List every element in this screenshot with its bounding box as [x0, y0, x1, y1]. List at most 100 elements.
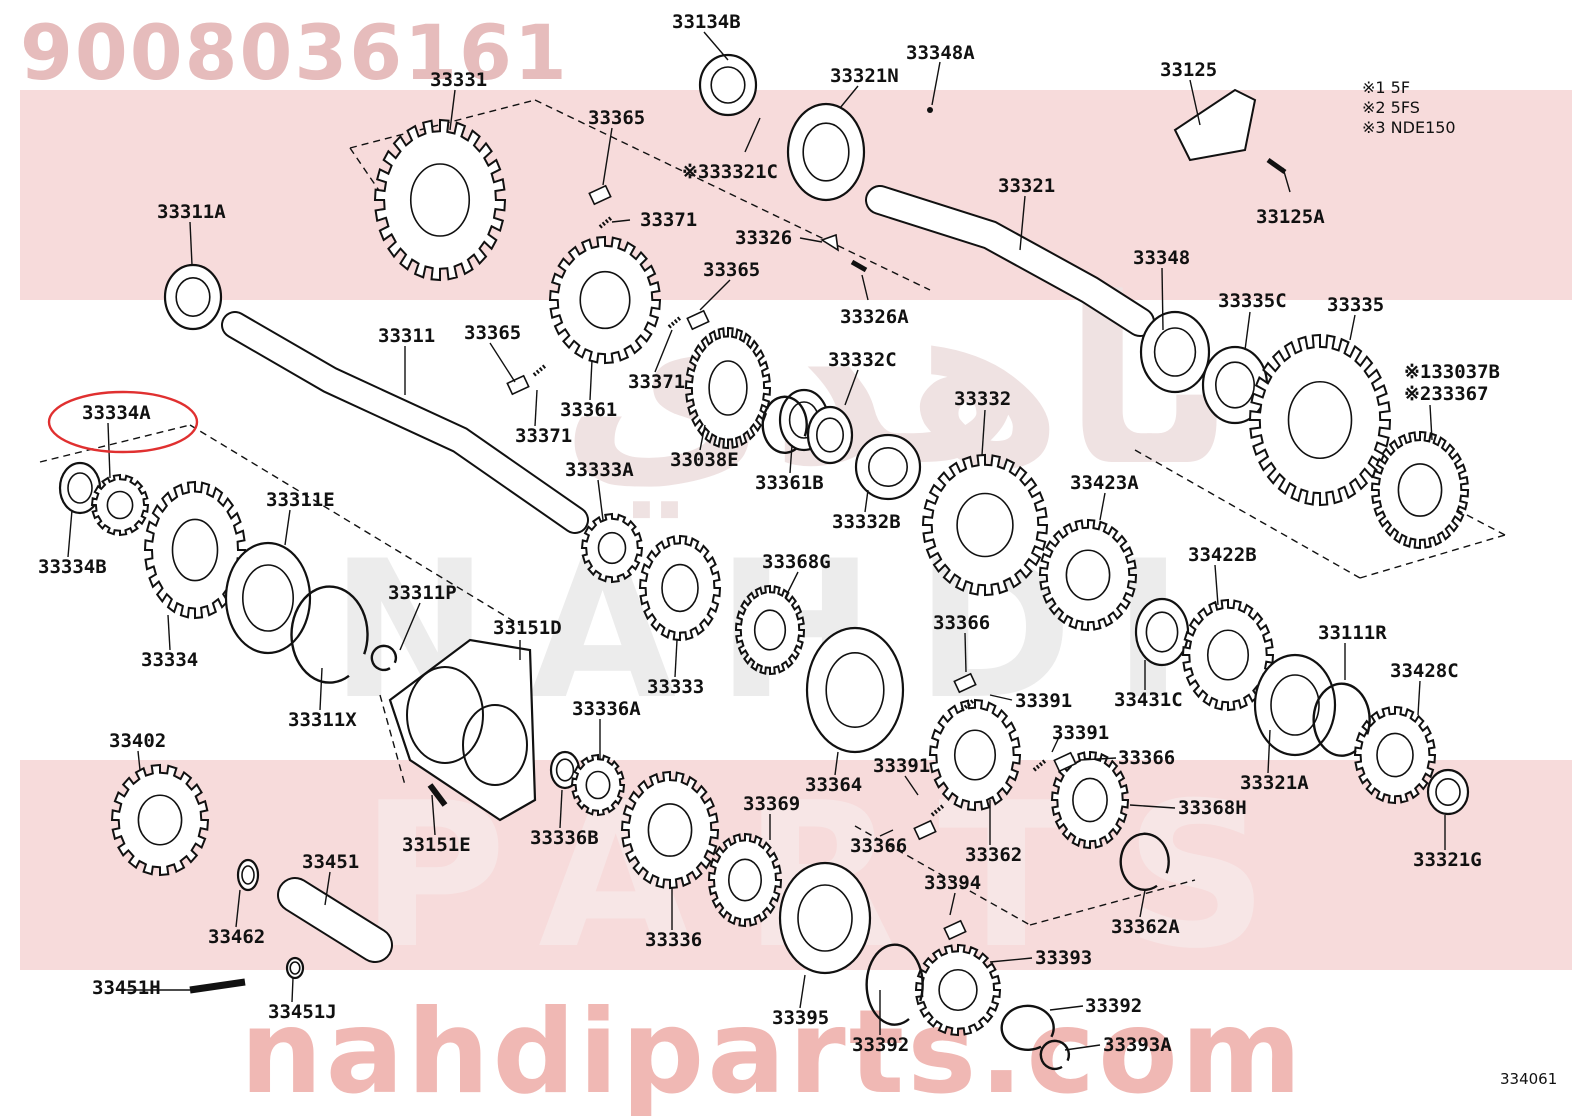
leader-line	[654, 329, 673, 373]
part-label: 33368H	[1178, 797, 1247, 819]
gear-hub	[597, 531, 627, 565]
shifting-key	[686, 309, 710, 331]
gear-hub	[585, 770, 611, 800]
leader-line	[324, 871, 331, 906]
leader-line	[399, 602, 421, 651]
part-label: 33423A	[1070, 472, 1139, 494]
part-label: 33402	[109, 730, 167, 752]
leader-line	[489, 342, 516, 383]
part-label: 33366	[933, 612, 991, 634]
leader-line	[379, 694, 406, 786]
leader-line	[137, 750, 141, 771]
leader-line	[839, 85, 859, 109]
retainer-hole	[462, 704, 528, 786]
part-label: 33125	[1160, 59, 1218, 81]
leader-line	[39, 424, 191, 463]
part-label: 33362A	[1111, 916, 1180, 938]
snap-ring	[290, 585, 369, 684]
snap-ring	[761, 395, 808, 454]
leader-line	[449, 89, 456, 131]
part-label: ※233367	[1404, 383, 1489, 405]
part-label: 33451	[302, 851, 360, 873]
snap-ring	[1039, 1039, 1071, 1071]
gear-hub	[1376, 732, 1414, 778]
leader-line	[235, 889, 241, 928]
gear-hub	[727, 858, 762, 902]
leader-line	[989, 957, 1033, 963]
gear-hub	[1287, 380, 1353, 460]
leader-line	[559, 789, 563, 829]
ring-bore	[241, 865, 255, 885]
leader-line	[1349, 314, 1356, 341]
ring-bore	[1145, 611, 1179, 653]
bolt-33451H	[189, 978, 246, 994]
leader-line	[989, 694, 1013, 701]
snap-ring	[1119, 832, 1170, 891]
part-label: 33361	[560, 399, 618, 421]
ring-bore	[1215, 361, 1256, 409]
part-label: 33334A	[82, 402, 151, 424]
part-label: 33362	[965, 844, 1023, 866]
part-label: 33348	[1133, 247, 1191, 269]
leader-line	[589, 359, 593, 401]
part-label: 33326	[735, 227, 793, 249]
diagram-code: 334061	[1500, 1070, 1558, 1088]
leader-line	[1359, 534, 1506, 579]
leader-line	[703, 31, 729, 61]
part-label: 33334	[141, 649, 199, 671]
part-label: 33311X	[288, 709, 357, 731]
leader-line	[1267, 729, 1271, 774]
leader-line	[1029, 879, 1196, 926]
part-label: 33371	[515, 425, 573, 447]
part-label: 33392	[1085, 995, 1143, 1017]
part-label: ※333321C	[682, 161, 778, 183]
part-label: 33422B	[1188, 544, 1257, 566]
part-label: 33368G	[762, 551, 831, 573]
part-label: 33332C	[828, 349, 897, 371]
leader-line	[602, 127, 613, 186]
part-label: 33391	[1015, 690, 1073, 712]
part-label: 33311P	[388, 582, 457, 604]
gear-hub	[953, 729, 997, 781]
collar-33321G	[1426, 768, 1470, 816]
part-label: 33431C	[1114, 689, 1183, 711]
leader-line	[904, 775, 919, 796]
ring-bore	[1270, 674, 1320, 736]
leader-line	[1429, 404, 1433, 441]
leader-line	[799, 237, 823, 243]
ring-33348	[1139, 310, 1211, 394]
shaft-body	[279, 879, 391, 961]
shifting-key	[953, 672, 977, 694]
leader-line	[1051, 734, 1061, 753]
part-label: 33321N	[830, 65, 899, 87]
sleeve-33395	[778, 861, 872, 975]
bearing-retainer-33151D	[388, 638, 537, 822]
part-label: 33111R	[1318, 622, 1387, 644]
model-note: ※2 5FS	[1362, 98, 1420, 117]
leader-line	[291, 977, 294, 1003]
leader-line	[1244, 311, 1251, 351]
part-label: 33451H	[92, 977, 161, 999]
gear-hub	[1065, 549, 1111, 601]
key-spring	[532, 363, 548, 377]
washer-33462	[236, 858, 260, 892]
part-number-watermark: 9008036161	[20, 8, 569, 97]
shifting-key	[588, 184, 612, 206]
gear-hub	[579, 270, 631, 330]
ring-bore	[867, 446, 908, 487]
leader-line	[864, 489, 869, 513]
part-label: 33331	[430, 69, 488, 91]
part-label: 33393	[1035, 947, 1093, 969]
leader-line	[834, 751, 839, 776]
model-note: ※3 NDE150	[1362, 118, 1456, 137]
ring-33332C	[806, 405, 854, 465]
part-label: 33321G	[1413, 849, 1482, 871]
washer-33451J	[285, 956, 305, 980]
part-label: 33321A	[1240, 772, 1309, 794]
bearing-race-33134B	[698, 53, 758, 117]
part-label: 33336A	[572, 698, 641, 720]
leader-line	[844, 369, 859, 406]
part-label: 33371	[628, 371, 686, 393]
